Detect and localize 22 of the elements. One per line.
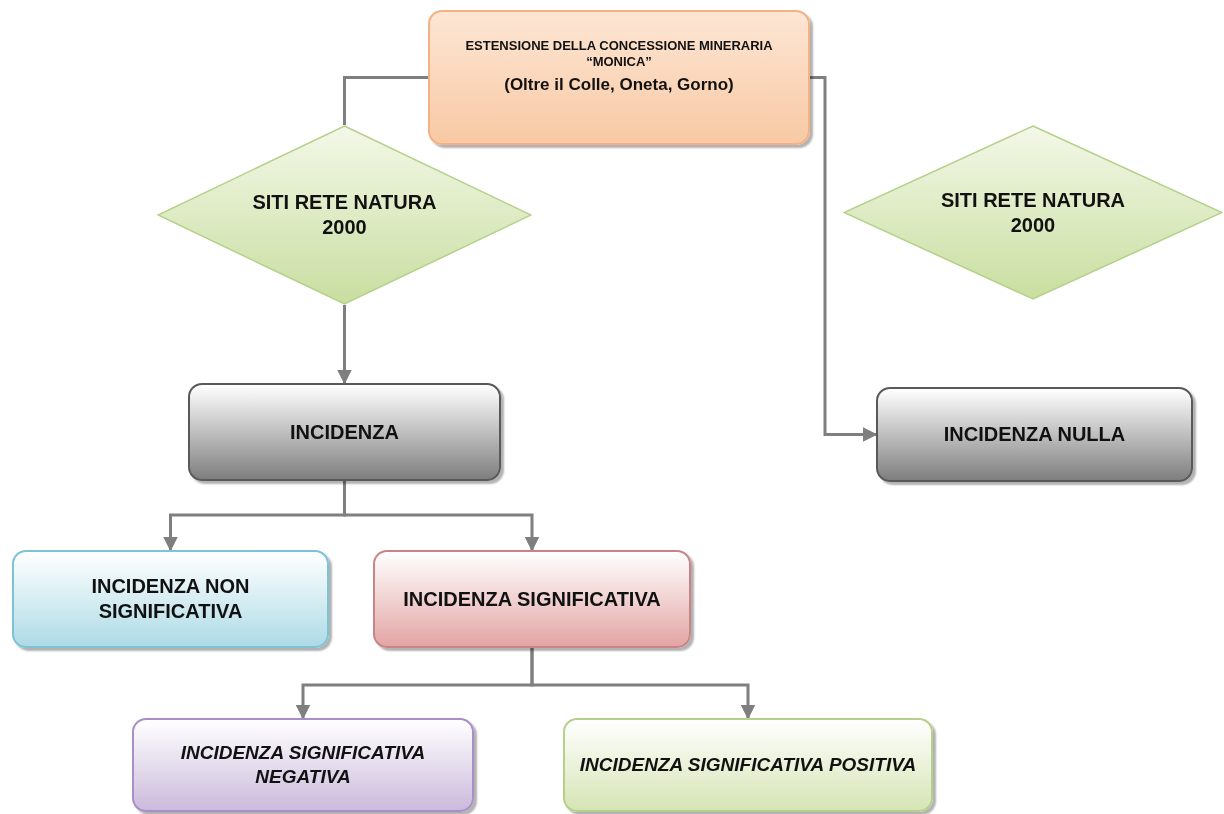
- node-text: INCIDENZA NULLA: [943, 422, 1126, 447]
- connector-line: [343, 76, 428, 125]
- process-box: [563, 718, 933, 812]
- process-box: [12, 550, 329, 648]
- node-text: INCIDENZA SIGNIFICATIVA NEGATIVA: [179, 741, 427, 789]
- node-text: SITI RETE NATURA 2000: [251, 190, 438, 240]
- arrow: [343, 481, 540, 552]
- node-text: INCIDENZA SIGNIFICATIVA POSITIVA: [579, 753, 917, 777]
- arrow: [337, 305, 352, 385]
- node-text: SITI RETE NATURA 2000: [939, 187, 1127, 238]
- process-box: [428, 10, 810, 145]
- arrow: [810, 76, 878, 442]
- arrow: [530, 648, 756, 720]
- node-text: INCIDENZA NON SIGNIFICATIVA: [90, 574, 251, 624]
- node-text: INCIDENZA: [290, 419, 399, 445]
- node-text: ESTENSIONE DELLA CONCESSIONE MINERARIA “MONICA”: [464, 37, 774, 71]
- process-box: [132, 718, 474, 812]
- process-box: [373, 550, 691, 648]
- node-text: (Oltre il Colle, Oneta, Gorno): [504, 74, 734, 96]
- process-box: [188, 383, 501, 481]
- process-box: [876, 387, 1193, 482]
- node-text: INCIDENZA SIGNIFICATIVA: [403, 586, 661, 612]
